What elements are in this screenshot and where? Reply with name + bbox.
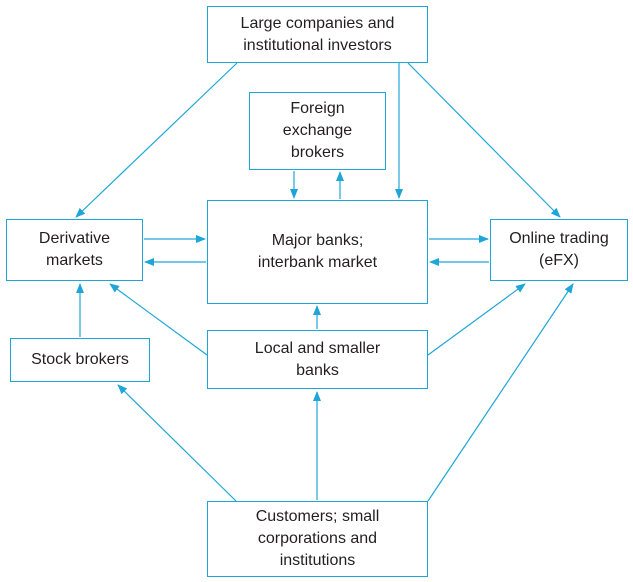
arrow-customers-to-online	[427, 283, 574, 502]
node-major-banks-label: Major banks; interbank market	[257, 232, 378, 271]
arrow-local-to-derivative	[109, 283, 208, 356]
node-online-trading: Online trading (eFX)	[490, 219, 628, 281]
arrow-large-to-online	[407, 62, 561, 218]
arrow-large-to-derivative	[75, 62, 238, 218]
node-fx-brokers: Foreign exchange brokers	[249, 92, 386, 170]
node-customers: Customers; small corporations and instit…	[207, 501, 428, 577]
node-online-trading-label: Online trading (eFX)	[509, 230, 609, 269]
arrow-customers-to-stock	[117, 384, 237, 502]
node-fx-brokers-label: Foreign exchange brokers	[282, 100, 353, 161]
node-local-banks: Local and smaller banks	[207, 330, 428, 389]
node-major-banks: Major banks; interbank market	[207, 200, 428, 304]
node-stock-brokers: Stock brokers	[10, 338, 150, 382]
node-derivative-markets-label: Derivative markets	[38, 230, 111, 269]
node-local-banks-label: Local and smaller banks	[254, 339, 381, 379]
arrow-local-to-online	[427, 283, 526, 356]
node-customers-label: Customers; small corporations and instit…	[255, 508, 380, 569]
node-stock-brokers-label: Stock brokers	[31, 351, 129, 368]
node-large-companies-label: Large companies and institutional invest…	[240, 14, 395, 54]
node-derivative-markets: Derivative markets	[6, 219, 143, 281]
node-large-companies: Large companies and institutional invest…	[207, 6, 428, 63]
